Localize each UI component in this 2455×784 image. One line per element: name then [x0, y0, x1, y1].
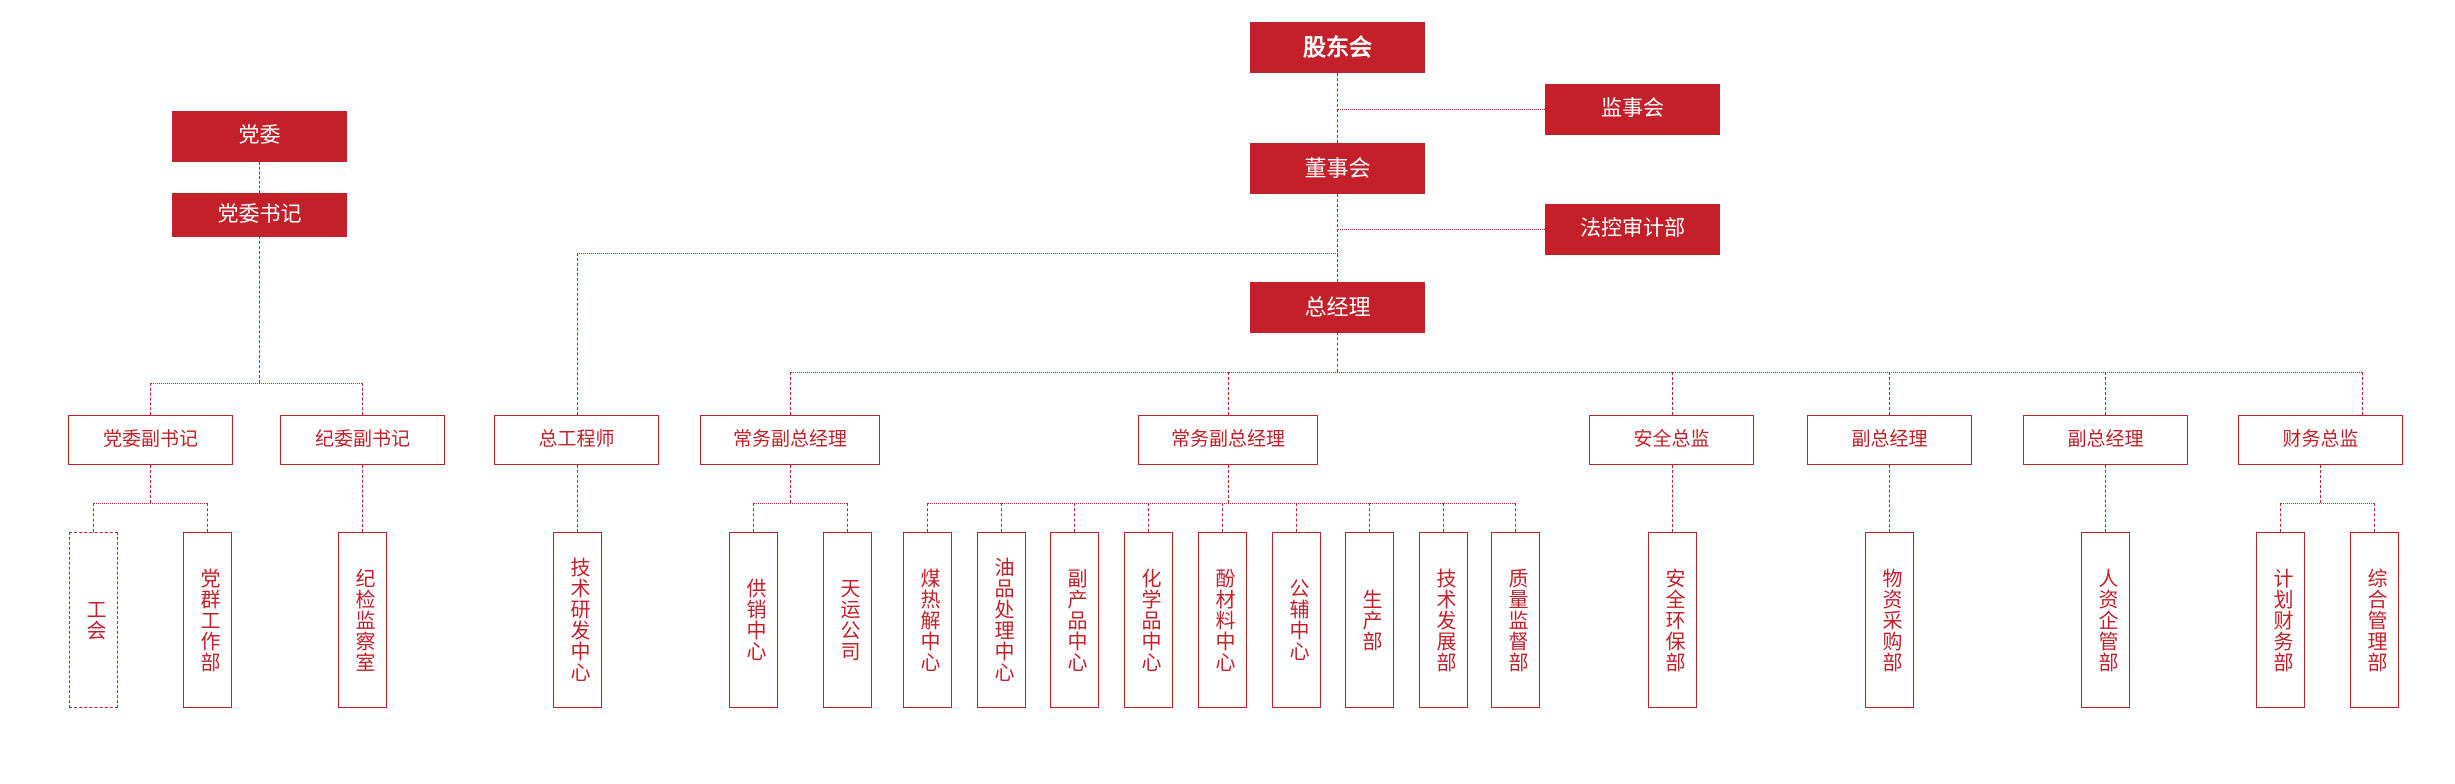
- connector-rail-to-supply-sales-center: [753, 503, 754, 532]
- connector-safety-director-to-safety-env-dept: [1672, 465, 1673, 532]
- connector-rail-to-utilities-center: [1296, 503, 1297, 532]
- node-chemicals-center[interactable]: 化学品中心: [1124, 532, 1173, 708]
- connector-gm-rail-to-exec-deputy-gm-2: [1228, 372, 1229, 415]
- node-supply-sales-center[interactable]: 供销中心: [729, 532, 778, 708]
- connector-chief-engineer-drop: [577, 253, 578, 415]
- connector-rail-to-phenol-material-center: [1222, 503, 1223, 532]
- node-utilities-center[interactable]: 公辅中心: [1272, 532, 1321, 708]
- connector-rail-to-tech-development-dept: [1443, 503, 1444, 532]
- connector-gm-rail-to-safety-director: [1672, 372, 1673, 415]
- node-general-mgmt-dept[interactable]: 综合管理部: [2350, 532, 2399, 708]
- node-tech-rnd-center[interactable]: 技术研发中心: [553, 532, 602, 708]
- connector-rail-to-general-mgmt-dept: [2374, 503, 2375, 532]
- node-tech-development-dept[interactable]: 技术发展部: [1419, 532, 1468, 708]
- node-discipline-deputy-secretary[interactable]: 纪委副书记: [280, 415, 445, 465]
- node-labor-union[interactable]: 工会: [69, 532, 118, 708]
- connector-rail-to-quality-supervision-dept: [1515, 503, 1516, 532]
- connector-rail-board-level-left: [577, 253, 1338, 254]
- connector-discipline-deputy-secretary-drop: [362, 465, 363, 532]
- node-coal-pyrolysis-center[interactable]: 煤热解中心: [903, 532, 952, 708]
- node-supervisory-board[interactable]: 监事会: [1545, 84, 1720, 135]
- node-general-manager[interactable]: 总经理: [1250, 282, 1425, 333]
- node-chief-engineer[interactable]: 总工程师: [494, 415, 659, 465]
- node-quality-supervision-dept[interactable]: 质量监督部: [1491, 532, 1540, 708]
- connector-deputy-gm-1-to-materials-dept: [1889, 465, 1890, 532]
- connector-shareholders-to-board: [1337, 73, 1338, 143]
- node-exec-deputy-gm-1[interactable]: 常务副总经理: [700, 415, 880, 465]
- connector-exec-deputy-gm-2-drop: [1228, 465, 1229, 503]
- connector-rail-to-plan-finance-dept: [2280, 503, 2281, 532]
- connector-gm-rail-to-deputy-gm-2: [2105, 372, 2106, 415]
- connector-rail-to-discipline-deputy-secretary: [362, 383, 363, 415]
- node-safety-env-dept[interactable]: 安全环保部: [1648, 532, 1697, 708]
- connector-rail-to-byproduct-center: [1074, 503, 1075, 532]
- node-party-committee[interactable]: 党委: [172, 111, 347, 162]
- node-materials-procurement-dept[interactable]: 物资采购部: [1865, 532, 1914, 708]
- connector-shareholders-to-supervisory: [1337, 109, 1545, 110]
- node-hr-enterprise-mgmt-dept[interactable]: 人资企管部: [2081, 532, 2130, 708]
- connector-rail-to-party-mass-work-dept: [207, 503, 208, 532]
- connector-rail-to-labor-union: [93, 503, 94, 532]
- node-deputy-gm-2[interactable]: 副总经理: [2023, 415, 2188, 465]
- connector-exec-deputy-gm-1-drop: [790, 465, 791, 503]
- connector-gm-drop: [1337, 332, 1338, 372]
- connector-chief-engineer-to-tech-rnd: [577, 465, 578, 532]
- connector-gm-rail-to-finance-director: [2362, 372, 2363, 415]
- connector-rail-to-coal-pyrolysis-center: [927, 503, 928, 532]
- connector-party-secretary-rail: [150, 383, 362, 384]
- connector-party-committee-to-secretary: [259, 162, 260, 193]
- node-phenol-material-center[interactable]: 酚材料中心: [1198, 532, 1247, 708]
- connector-rail-to-party-deputy-secretary: [150, 383, 151, 415]
- connector-rail-to-oil-treatment-center: [1001, 503, 1002, 532]
- connector-party-secretary-drop: [259, 226, 260, 383]
- connector-gm-rail-to-exec-deputy-gm-1: [790, 372, 791, 415]
- node-party-deputy-secretary[interactable]: 党委副书记: [68, 415, 233, 465]
- node-discipline-inspection-office[interactable]: 纪检监察室: [338, 532, 387, 708]
- node-party-mass-work-dept[interactable]: 党群工作部: [183, 532, 232, 708]
- connector-gm-rail-to-deputy-gm-1: [1889, 372, 1890, 415]
- connector-party-deputy-secretary-rail: [93, 503, 207, 504]
- connector-exec-deputy-gm-1-rail: [753, 503, 847, 504]
- node-byproduct-center[interactable]: 副产品中心: [1050, 532, 1099, 708]
- node-shareholders-meeting[interactable]: 股东会: [1250, 22, 1425, 73]
- node-deputy-gm-1[interactable]: 副总经理: [1807, 415, 1972, 465]
- node-finance-director[interactable]: 财务总监: [2238, 415, 2403, 465]
- node-plan-finance-dept[interactable]: 计划财务部: [2256, 532, 2305, 708]
- node-production-dept[interactable]: 生产部: [1345, 532, 1394, 708]
- node-exec-deputy-gm-2[interactable]: 常务副总经理: [1138, 415, 1318, 465]
- node-oil-treatment-center[interactable]: 油品处理中心: [977, 532, 1026, 708]
- connector-deputy-gm-2-to-hr-dept: [2105, 465, 2106, 532]
- connector-rail-to-chemicals-center: [1148, 503, 1149, 532]
- connector-finance-director-drop: [2320, 465, 2321, 503]
- node-party-secretary[interactable]: 党委书记: [172, 193, 347, 237]
- connector-board-to-gm: [1337, 194, 1338, 282]
- connector-rail-to-production-dept: [1369, 503, 1370, 532]
- connector-exec-deputy-gm-2-rail: [927, 503, 1515, 504]
- connector-board-to-legal-audit: [1337, 229, 1545, 230]
- node-legal-audit-dept[interactable]: 法控审计部: [1545, 204, 1720, 255]
- connector-gm-rail: [790, 372, 2362, 373]
- connector-finance-director-rail: [2280, 503, 2374, 504]
- connector-party-deputy-secretary-drop: [150, 465, 151, 503]
- node-safety-director[interactable]: 安全总监: [1589, 415, 1754, 465]
- node-tianyun-company[interactable]: 天运公司: [823, 532, 872, 708]
- node-board-of-directors[interactable]: 董事会: [1250, 143, 1425, 194]
- connector-rail-to-tianyun-company: [847, 503, 848, 532]
